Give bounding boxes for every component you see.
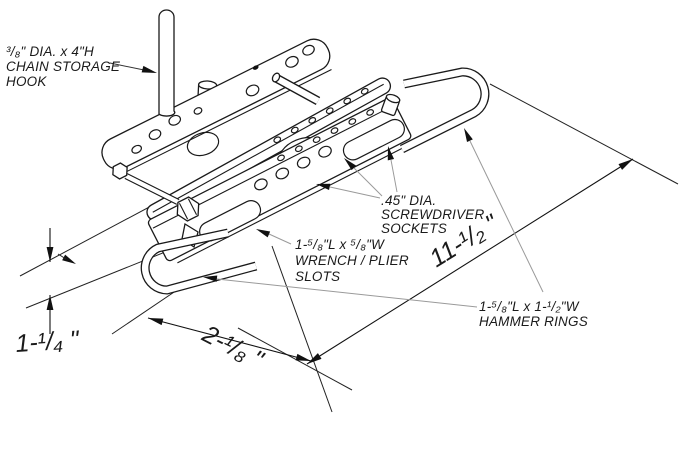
cross-rod — [271, 72, 321, 105]
sockets-label-line1: .45" DIA. — [381, 193, 436, 208]
callout-screwdriver-sockets: .45" DIA. SCREWDRIVER SOCKETS — [381, 193, 485, 236]
dimension-ring-offset: 2-¹/₈ " — [147, 317, 312, 374]
chain-hook-label-line2: CHAIN STORAGE — [6, 59, 121, 74]
callout-hammer-rings: 1-⁵/₈"L x 1-¹/₂"W HAMMER RINGS — [479, 299, 588, 329]
dimension-height-offset: 1-¹/₄ " — [14, 228, 81, 358]
end-peg — [380, 93, 401, 117]
chain-hook-label-line1: ³/₈" DIA. x 4"H — [6, 44, 94, 59]
wrench-slot-right — [342, 118, 405, 161]
dim-ring-offset-text: 2-¹/₈ " — [197, 319, 268, 374]
dim-height-offset-text: 1-¹/₄ " — [14, 326, 80, 358]
callout-chain-hook: ³/₈" DIA. x 4"H CHAIN STORAGE HOOK — [6, 44, 121, 89]
slots-label-line1: 1-⁵/₈"L x ⁵/₈"W — [295, 237, 385, 252]
sockets-label-line3: SOCKETS — [381, 221, 447, 236]
slots-label-line2: WRENCH / PLIER — [295, 253, 409, 268]
rings-label-line2: HAMMER RINGS — [479, 314, 588, 329]
callout-leaders — [109, 62, 544, 308]
middle-rail — [146, 77, 392, 221]
hammer-ring-left — [140, 228, 258, 295]
back-rail — [101, 38, 332, 176]
chain-hook-rod — [158, 9, 176, 117]
bolt — [112, 162, 180, 205]
chain-hook-label-line3: HOOK — [6, 74, 47, 89]
rings-label-line1: 1-⁵/₈"L x 1-¹/₂"W — [479, 299, 580, 314]
slots-label-line3: SLOTS — [295, 269, 340, 284]
callout-wrench-plier-slots: 1-⁵/₈"L x ⁵/₈"W WRENCH / PLIER SLOTS — [295, 237, 409, 284]
hook-curl-arc — [186, 131, 220, 157]
hammer-ring-right — [399, 67, 490, 154]
sockets-label-line2: SCREWDRIVER — [381, 207, 485, 222]
